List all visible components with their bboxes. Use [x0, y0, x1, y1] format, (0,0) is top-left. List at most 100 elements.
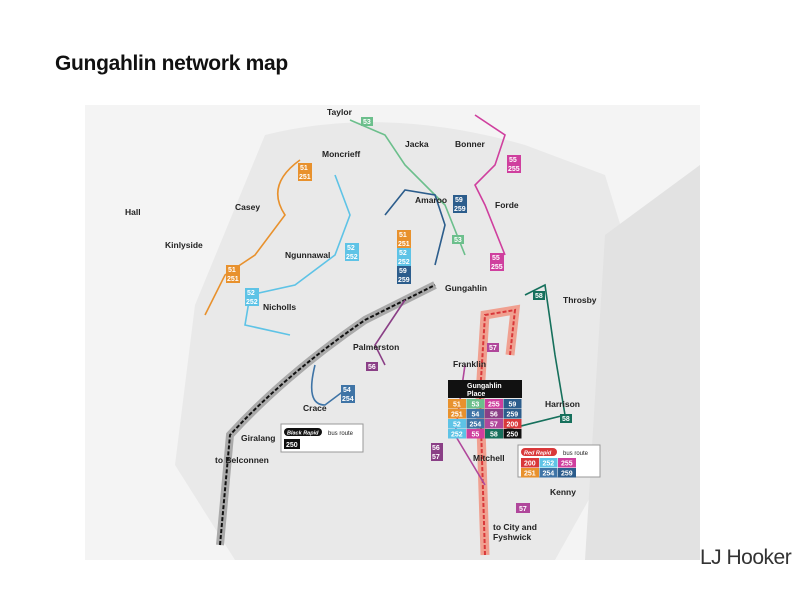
suburb-label: Taylor	[327, 107, 353, 117]
svg-text:Place: Place	[467, 391, 485, 398]
svg-text:259: 259	[454, 206, 466, 213]
route-badge	[448, 409, 466, 419]
route-number: 59	[509, 402, 517, 409]
suburb-label: Kinlyside	[165, 240, 203, 250]
route-number: 200	[507, 422, 519, 429]
red-rapid-legend: Red Rapid bus route 200 252 255 251 254 259	[517, 444, 601, 478]
svg-text:59: 59	[399, 268, 407, 275]
route-badge	[485, 399, 503, 409]
svg-text:58: 58	[535, 293, 543, 300]
suburb-label: Moncrieff	[322, 149, 360, 159]
svg-text:251: 251	[398, 241, 410, 248]
suburb-label: Kenny	[550, 487, 576, 497]
route-number: 57	[490, 422, 498, 429]
svg-text:53: 53	[454, 237, 462, 244]
svg-text:52: 52	[247, 290, 255, 297]
svg-text:Red Rapid: Red Rapid	[524, 451, 552, 457]
svg-text:54: 54	[343, 387, 351, 394]
svg-text:53: 53	[363, 119, 371, 126]
route-badge	[485, 429, 503, 439]
route-number: 53	[472, 402, 480, 409]
route-number: 55	[472, 432, 480, 439]
suburb-label: Palmerston	[353, 342, 399, 352]
suburb-label: Franklin	[453, 359, 486, 369]
suburb-label: Ngunnawal	[285, 250, 330, 260]
suburb-label: Amaroo	[415, 195, 447, 205]
route-number: 255	[561, 461, 573, 468]
suburb-label: Giralang	[241, 433, 275, 443]
svg-text:52: 52	[347, 245, 355, 252]
route-badge	[485, 419, 503, 429]
svg-text:56: 56	[432, 445, 440, 452]
svg-text:Black Rapid: Black Rapid	[287, 431, 319, 437]
svg-text:51: 51	[399, 232, 407, 239]
route-number: 252	[451, 432, 463, 439]
svg-text:252: 252	[398, 259, 410, 266]
route-badge	[558, 458, 576, 468]
route-number: 56	[490, 412, 498, 419]
route-number: 252	[543, 461, 555, 468]
svg-text:255: 255	[508, 166, 520, 173]
route-number: 254	[543, 471, 555, 478]
svg-text:57: 57	[432, 454, 440, 461]
route-number: 250	[507, 432, 519, 439]
route-number: 200	[524, 461, 536, 468]
route-badge	[558, 468, 576, 478]
route-badge	[466, 419, 485, 429]
route-badge	[485, 409, 503, 419]
svg-text:254: 254	[342, 396, 354, 403]
route-number: 255	[488, 402, 500, 409]
route-badge	[539, 468, 558, 478]
suburb-label: Throsby	[563, 295, 597, 305]
page-title: Gungahlin network map	[55, 52, 288, 75]
destination-label: Fyshwick	[493, 532, 532, 542]
suburb-label: Crace	[303, 403, 327, 413]
svg-text:58: 58	[562, 416, 570, 423]
svg-text:55: 55	[492, 255, 500, 262]
svg-text:Gungahlin: Gungahlin	[467, 383, 502, 390]
route-badge	[466, 409, 485, 419]
svg-text:51: 51	[300, 165, 308, 172]
svg-text:250: 250	[286, 442, 298, 449]
lj-hooker-logo: LJ Hooker	[700, 546, 792, 569]
route-badge	[521, 468, 539, 478]
svg-text:255: 255	[491, 264, 503, 271]
route-number: 251	[524, 471, 536, 478]
route-number: 251	[451, 412, 463, 419]
svg-text:bus route: bus route	[563, 451, 589, 457]
open-land	[585, 165, 700, 560]
svg-text:252: 252	[246, 299, 258, 306]
route-badge	[539, 458, 558, 468]
svg-text:57: 57	[489, 345, 497, 352]
route-badge	[466, 429, 485, 439]
svg-text:51: 51	[228, 267, 236, 274]
suburb-label: Forde	[495, 200, 519, 210]
destination-label: to City and	[493, 522, 537, 532]
network-map[interactable]: Taylor Jacka Bonner Moncrieff Hall Casey…	[85, 105, 700, 560]
destination-label: to Belconnen	[215, 455, 269, 465]
route-badge	[448, 419, 466, 429]
svg-text:57: 57	[519, 506, 527, 513]
route-badge	[448, 429, 466, 439]
svg-text:56: 56	[368, 364, 376, 371]
route-number: 259	[561, 471, 573, 478]
svg-text:259: 259	[398, 277, 410, 284]
suburb-label: Casey	[235, 202, 260, 212]
suburb-label: Harrison	[545, 399, 580, 409]
svg-text:251: 251	[299, 174, 311, 181]
suburb-label: Gungahlin	[445, 283, 487, 293]
route-badge	[448, 399, 466, 409]
suburb-label: Nicholls	[263, 302, 296, 312]
route-badge	[521, 458, 539, 468]
suburb-label: Jacka	[405, 139, 429, 149]
svg-text:52: 52	[399, 250, 407, 257]
route-badge	[503, 429, 522, 439]
suburb-label: Hall	[125, 207, 141, 217]
route-badges: 53 55 255 51 251 59 259 53 55 255 51 251 52 25…	[226, 117, 572, 513]
route-lines	[204, 114, 566, 556]
route-badge	[503, 399, 522, 409]
svg-text:251: 251	[227, 276, 239, 283]
route-number: 54	[472, 412, 480, 419]
route-badge	[503, 409, 522, 419]
